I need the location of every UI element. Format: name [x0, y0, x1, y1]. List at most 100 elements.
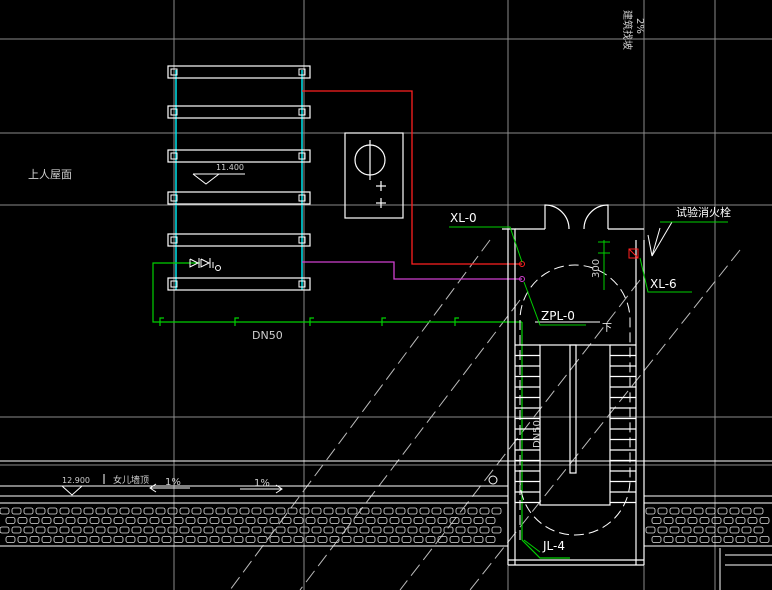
roof-tile	[281, 536, 292, 543]
roof-tile	[155, 507, 166, 515]
roof-tile	[705, 526, 716, 534]
roof-tile	[413, 536, 424, 543]
roof-tile	[693, 507, 704, 515]
roof-tile	[95, 526, 106, 534]
roof-label: 上人屋面	[28, 168, 72, 181]
roof-tile	[185, 536, 196, 543]
roof-tile	[5, 517, 16, 524]
roof-tile	[251, 526, 262, 534]
roof-tile	[119, 507, 130, 515]
roof-tile	[747, 517, 758, 524]
roof-tile	[687, 536, 698, 543]
stairwell	[502, 204, 645, 566]
roof-tile	[191, 507, 202, 515]
roof-tile	[365, 517, 376, 524]
roof-tile	[11, 507, 22, 515]
roof-tile	[71, 526, 82, 534]
roof-tile	[269, 517, 280, 524]
fire-main-pipe	[302, 90, 522, 265]
roof-tile	[191, 526, 202, 534]
roof-tile	[419, 507, 430, 515]
roof-tile	[143, 526, 154, 534]
parapet-elevation-mark	[61, 474, 150, 496]
slope-label-b: 1%	[254, 478, 270, 489]
roof-tile	[717, 507, 728, 515]
pipe-support-tick	[309, 317, 314, 326]
roof-tile	[305, 517, 316, 524]
roof-tile	[669, 526, 680, 534]
roof-tile	[741, 526, 752, 534]
roof-tile	[203, 526, 214, 534]
roof-tile	[699, 517, 710, 524]
roof-tile	[287, 507, 298, 515]
roof-tile	[383, 526, 394, 534]
slope-label-a: 1%	[165, 477, 181, 488]
roof-tile	[287, 526, 298, 534]
roof-tile	[113, 517, 124, 524]
floor-drain	[488, 475, 498, 485]
top-slope-label: 2%	[634, 18, 645, 34]
roof-tile	[251, 507, 262, 515]
roof-tile	[257, 536, 268, 543]
equipment-box	[344, 132, 404, 219]
roof-tile	[449, 517, 460, 524]
roof-tile	[29, 536, 40, 543]
roof-tile	[137, 536, 148, 543]
roof-tile	[23, 526, 34, 534]
roof-tile	[419, 526, 430, 534]
roof-tile	[119, 526, 130, 534]
roof-tile	[735, 536, 746, 543]
pipe-size-horizontal: DN50	[252, 329, 283, 342]
roof-tile	[681, 507, 692, 515]
riser-tag-xl6: XL-6	[650, 277, 677, 291]
collector-rung	[167, 191, 311, 205]
roof-tile	[467, 526, 478, 534]
roof-tile	[245, 517, 256, 524]
roof-tile	[149, 536, 160, 543]
roof-tile	[275, 526, 286, 534]
roof-tile	[401, 536, 412, 543]
roof-tile	[401, 517, 412, 524]
roof-tile	[203, 507, 214, 515]
roof-tile	[179, 507, 190, 515]
roof-tile	[437, 536, 448, 543]
collector-rung	[167, 105, 311, 119]
hydrant-label: 试验消火栓	[676, 205, 731, 219]
roof-tile	[149, 517, 160, 524]
roof-tile	[353, 517, 364, 524]
roof-tile	[5, 536, 16, 543]
roof-tile	[77, 536, 88, 543]
roof-tile	[323, 526, 334, 534]
roof-tile	[17, 517, 28, 524]
roof-tile	[167, 507, 178, 515]
roof-tile	[131, 526, 142, 534]
roof-tile	[95, 507, 106, 515]
roof-tile	[741, 507, 752, 515]
check-valve	[189, 258, 221, 271]
roof-tile	[431, 507, 442, 515]
roof-tile	[41, 536, 52, 543]
roof-tile	[371, 526, 382, 534]
roof-tile	[491, 526, 502, 534]
collector-rung	[167, 233, 311, 247]
roof-tile	[167, 526, 178, 534]
roof-tile	[335, 526, 346, 534]
roof-tile	[299, 507, 310, 515]
roof-tile	[209, 517, 220, 524]
parapet-text-label: 女儿墙顶	[113, 474, 149, 486]
roof-tile	[389, 517, 400, 524]
roof-tile	[83, 507, 94, 515]
roof-tile	[17, 536, 28, 543]
roof-tile	[431, 526, 442, 534]
roof-tile	[47, 526, 58, 534]
roof-tile	[389, 536, 400, 543]
roof-tile	[317, 536, 328, 543]
roof-tile	[173, 517, 184, 524]
roof-tile	[461, 517, 472, 524]
roof-tile	[185, 517, 196, 524]
roof-tile	[371, 507, 382, 515]
collector-rung	[167, 277, 311, 291]
roof-tile	[173, 536, 184, 543]
roof-tile	[209, 536, 220, 543]
